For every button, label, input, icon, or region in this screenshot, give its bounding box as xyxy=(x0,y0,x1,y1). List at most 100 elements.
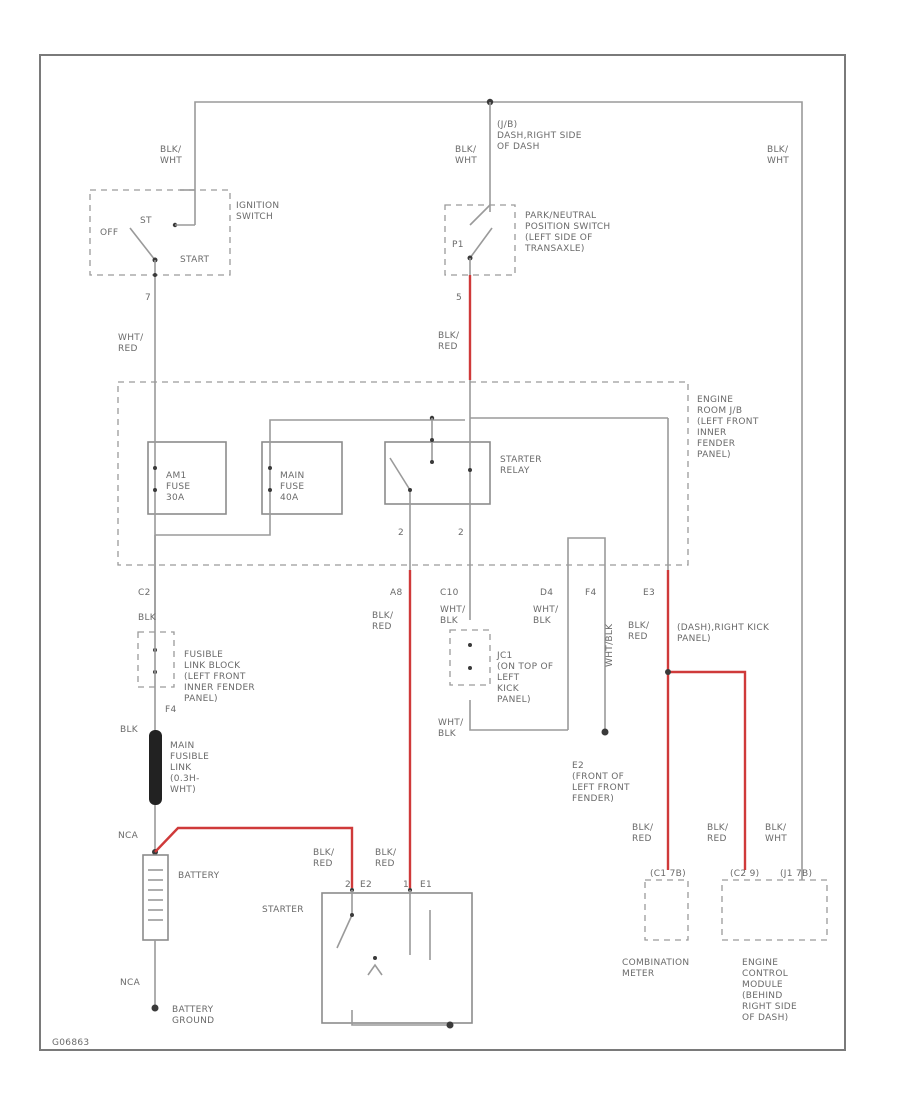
label-footer-code: G06863 xyxy=(52,1038,89,1048)
motor-symbol xyxy=(367,963,383,976)
starter-relay-box xyxy=(384,441,491,505)
ignition-switch-blade xyxy=(129,227,156,261)
label-nca-1: NCA xyxy=(118,831,139,841)
label-starter-pin-2: 2 xyxy=(345,880,351,890)
label-f4: F4 xyxy=(165,705,177,715)
main-fuse-box xyxy=(261,441,343,515)
label-blk-red-5: BLK/RED xyxy=(375,848,397,869)
label-conn-7: 7 xyxy=(145,293,151,303)
label-start: START xyxy=(180,255,209,265)
fuse-pin xyxy=(153,466,157,470)
label-starter-e1: E1 xyxy=(420,880,432,890)
pn-switch-blade xyxy=(469,227,493,259)
label-a8: A8 xyxy=(390,588,402,598)
fuse-pin xyxy=(153,488,157,492)
label-relay-2b: 2 xyxy=(458,528,464,538)
label-p1: P1 xyxy=(452,240,464,250)
label-d4: D4 xyxy=(540,588,553,598)
fuse-pin xyxy=(268,488,272,492)
label-blk-red-3: BLK/RED xyxy=(628,621,650,642)
label-blk-2: BLK xyxy=(120,725,139,735)
connector-pin xyxy=(153,273,157,277)
label-off: OFF xyxy=(100,228,118,238)
starter-ground xyxy=(351,1010,450,1026)
label-blk-wht-4: BLK/WHT xyxy=(765,823,787,844)
main-fuse-feed xyxy=(269,419,465,445)
battery-symbol xyxy=(142,854,169,941)
label-relay-2a: 2 xyxy=(398,528,404,538)
label-blk-red-2: BLK/RED xyxy=(372,611,394,632)
label-blk-wht-1: BLK/WHT xyxy=(160,145,182,166)
label-starter-pin-1: 1 xyxy=(403,880,409,890)
label-ecm-connector-b: (J1 7B) xyxy=(780,869,812,879)
wire xyxy=(155,530,271,536)
pn-switch-housing xyxy=(444,204,516,276)
wire-loop xyxy=(567,537,606,570)
fusible-link-block-housing xyxy=(137,631,175,688)
battery-positive-cable xyxy=(154,826,354,888)
label-blk-red-6: BLK/RED xyxy=(632,823,654,844)
ecm-housing xyxy=(721,879,828,941)
ignition-bus-wire xyxy=(194,101,803,870)
label-c2: C2 xyxy=(138,588,151,598)
label-blk-red-7: BLK/RED xyxy=(707,823,729,844)
label-wht-blk-2: WHT/BLK xyxy=(438,718,464,739)
label-wht-blk-3: WHT/BLK xyxy=(533,605,559,626)
relay-contact xyxy=(430,438,434,442)
blk-red-wire xyxy=(668,670,747,870)
label-wht-blk-vertical: WHT/BLK xyxy=(605,623,615,667)
label-blk-red-4: BLK/RED xyxy=(313,848,335,869)
label-blk-wht-3: BLK/WHT xyxy=(767,145,789,166)
ignition-switch-housing xyxy=(89,189,231,276)
am1-fuse-box xyxy=(147,441,227,515)
label-f4b: F4 xyxy=(585,588,597,598)
jc1-pin xyxy=(468,666,472,670)
engine-room-jb-boundary xyxy=(117,381,689,566)
jc1-housing xyxy=(449,629,491,686)
label-wht-blk-1: WHT/BLK xyxy=(440,605,466,626)
label-nca-2: NCA xyxy=(120,978,141,988)
diagram-frame xyxy=(39,54,846,1051)
label-cm-connector: (C1 7B) xyxy=(650,869,686,879)
relay-contact xyxy=(430,460,434,464)
starter-switch-blade xyxy=(336,914,353,949)
relay-contact xyxy=(408,488,412,492)
switch-pivot xyxy=(350,913,354,917)
starter-ground-point xyxy=(446,1021,454,1029)
label-starter-e2: E2 xyxy=(360,880,372,890)
label-conn-5: 5 xyxy=(456,293,462,303)
battery-ground-point xyxy=(151,1004,159,1012)
relay-switch-blade xyxy=(389,457,411,491)
junction-dot xyxy=(665,669,671,675)
label-st: ST xyxy=(140,216,152,226)
wire xyxy=(469,204,491,226)
ground-point xyxy=(601,728,609,736)
combination-meter-housing xyxy=(644,879,689,941)
label-wht-red: WHT/RED xyxy=(118,333,144,354)
jc1-pin xyxy=(468,643,472,647)
starter-contact xyxy=(373,956,377,960)
label-blk-1: BLK xyxy=(138,613,157,623)
label-battery: BATTERY xyxy=(178,871,220,881)
label-blk-red-1: BLK/RED xyxy=(438,331,460,352)
relay-contact xyxy=(468,468,472,472)
label-e3: E3 xyxy=(643,588,655,598)
starter-box xyxy=(321,892,473,1024)
label-ecm-connector-a: (C2 9) xyxy=(730,869,759,879)
